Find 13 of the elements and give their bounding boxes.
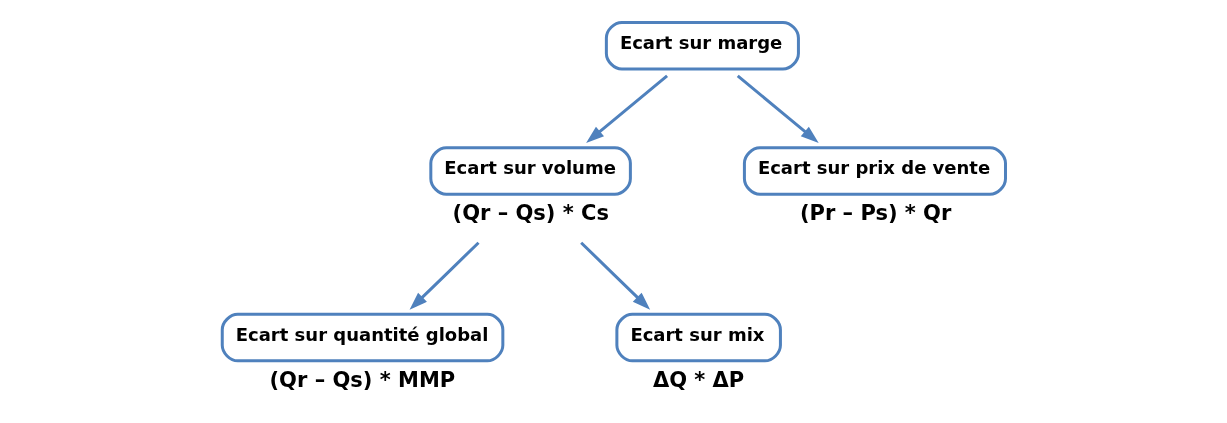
node-box: Ecart sur quantité global (220, 312, 505, 363)
node-box: Ecart sur volume (429, 146, 632, 196)
node-box: Ecart sur mix (615, 312, 782, 363)
node-label: (Qr – Qs) * Cs (452, 201, 609, 226)
node-label: (Qr – Qs) * MMP (269, 367, 456, 392)
arrow (409, 241, 480, 310)
node-box: Ecart sur marge (604, 20, 800, 71)
arrow (586, 74, 669, 144)
node-box: Ecart sur prix de vente (742, 146, 1007, 196)
arrow (736, 74, 819, 144)
arrow (580, 241, 651, 310)
node-label: (Pr – Ps) * Qr (799, 201, 952, 226)
node-label: ΔQ * ΔP (652, 367, 745, 392)
